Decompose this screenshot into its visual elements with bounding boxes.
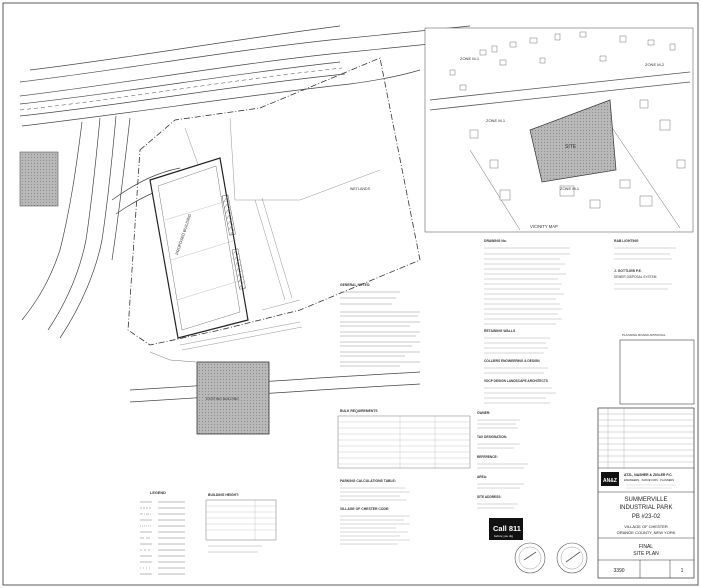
location-line-1: VILLAGE OF CHESTER [624, 524, 668, 529]
legend: LEGEND [140, 491, 185, 575]
general-notes-title: GENERAL NOTES: [340, 283, 370, 287]
firm-logo-text: AN&Z [603, 478, 617, 484]
property-line [127, 57, 421, 346]
title-block: AN&Z ATZL, NASHER & ZIGLER P.C. ENGINEER… [597, 407, 695, 579]
firm-logo [601, 472, 619, 486]
village-code-title: VILLAGE OF CHESTER CODE: [340, 507, 389, 511]
vicinity-zone-label-2: ZONE M-2 [645, 62, 665, 67]
location-line-2: ORANGE COUNTY, NEW YORK [617, 530, 676, 535]
existing-neighbor-building [19, 151, 59, 207]
firm-name: ATZL, NASHER & ZIGLER P.C. [624, 473, 673, 477]
vdcp-title: VDCP DESIGN LANDSCAPE ARCHITECTS [484, 379, 548, 383]
planning-board-approval-title: PLANNING BOARD APPROVAL [622, 333, 666, 337]
retaining-walls-title: RETAINING WALLS [484, 329, 516, 333]
parking-calculations: PARKING CALCULATIONS TABLE: VILLAGE OF C… [340, 479, 410, 545]
area-title: AREA: [477, 475, 487, 479]
vicinity-zone-label-3: ZONE M-1 [486, 118, 506, 123]
drawing-title-line-1: FINAL [639, 544, 653, 550]
project-number: 3390 [613, 568, 624, 574]
drawing-index: DRAWING No. RETAINING WALLS COLLIERS ENG… [484, 239, 676, 404]
engineer-seal-1 [514, 542, 546, 574]
legend-title: LEGEND [150, 491, 166, 495]
planning-board-approval: PLANNING BOARD APPROVAL [619, 333, 695, 405]
drawing-index-title: DRAWING No. [484, 239, 507, 243]
call-811-badge: Call 811 before you dig [489, 518, 523, 540]
drawing-title-line-2: SITE PLAN [633, 551, 659, 557]
building-height-table: BUILDING HEIGHT: [205, 493, 277, 553]
bulk-requirements-title: BULK REQUIREMENTS [340, 409, 378, 413]
engineer-seal-2 [556, 542, 588, 574]
sewer-title: SEWER DISPOSAL SYSTEM [614, 275, 657, 279]
firm-subtitle: ENGINEERS · SURVEYORS · PLANNERS [624, 478, 674, 482]
site-address-title: SITE ADDRESS: [477, 495, 502, 499]
vicinity-map-title: VICINITY MAP [530, 224, 558, 229]
reference-title: REFERENCE: [477, 455, 498, 459]
vicinity-zone-label-4: ZONE M-1 [560, 186, 580, 191]
bulk-requirements: BULK REQUIREMENTS [337, 409, 471, 469]
call-811-text: Call 811 [493, 524, 521, 533]
rab-lighting-title: RAB LIGHTING [614, 239, 639, 243]
project-name-line-3: PB #23-02 [632, 514, 661, 520]
existing-building-label: EXISTING BUILDING [206, 397, 239, 401]
parking-rows [179, 197, 303, 351]
vicinity-site-label: SITE [565, 144, 577, 150]
professional-seals [514, 542, 588, 574]
proposed-building: PROPOSED BUILDING [149, 157, 249, 339]
vicinity-site-parcel [529, 99, 617, 183]
road-network [19, 25, 471, 403]
colliers-title: COLLIERS ENGINEERING & DESIGN [484, 359, 540, 363]
owner-title: OWNER: [477, 411, 490, 415]
loading-docks [221, 194, 246, 290]
parking-calculations-title: PARKING CALCULATIONS TABLE: [340, 479, 396, 483]
site-data: OWNER: TAX DESIGNATION: REFERENCE: AREA:… [477, 411, 528, 509]
project-name-line-1: SUMMERVILLE [625, 497, 668, 503]
wetlands-label: WETLANDS [350, 187, 371, 191]
building-height-title: BUILDING HEIGHT: [208, 493, 239, 497]
existing-building: EXISTING BUILDING [196, 361, 270, 435]
project-name-line-2: INDUSTRIAL PARK [619, 505, 672, 511]
sheet-index: 1 [681, 568, 684, 574]
gottlieb-title: J. GOTTLIEB P.E. [614, 269, 642, 273]
call-811-subtext: before you dig [494, 534, 513, 538]
vicinity-zone-label-1: ZONE M-1 [460, 56, 480, 61]
tax-designation-title: TAX DESIGNATION: [477, 435, 507, 439]
vicinity-map: SITE ZONE M-1 ZONE M-2 ZONE M-1 ZONE M-1… [424, 27, 694, 233]
general-notes: GENERAL NOTES: [340, 283, 420, 367]
